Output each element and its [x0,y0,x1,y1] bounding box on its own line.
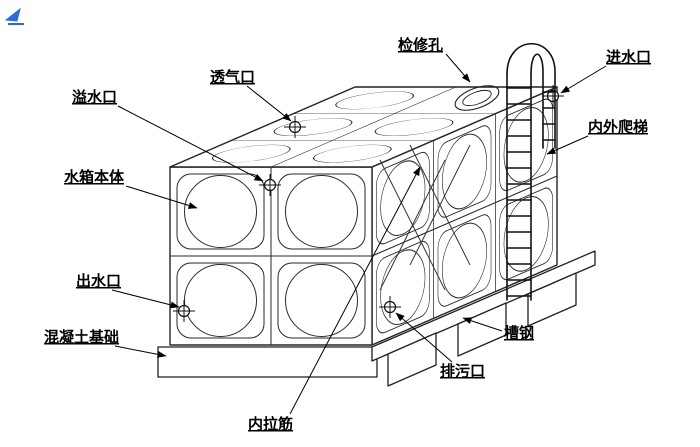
leader-overflow [117,105,264,182]
watermark-logo [4,7,24,25]
label-tank-body: 水箱本体 [64,168,125,186]
vent-port [284,116,306,138]
labels: 检修孔 进水口 透气口 溢水口 内外爬梯 水箱本体 出水口 混凝土基础 槽钢 排… [44,36,651,433]
foundation-pedestal [527,272,577,327]
foundation-pedestal [457,302,507,357]
manhole [454,85,500,111]
leader-manhole [445,53,471,83]
label-vent: 透气口 [210,68,255,86]
label-overflow: 溢水口 [72,88,117,106]
tank-panel [495,175,558,293]
channel-steel-band [371,250,596,362]
label-ladder: 内外爬梯 [588,118,648,136]
leader-drain [395,312,453,363]
leader-channel-steel [462,317,503,332]
exterior-interior-ladder [506,42,556,301]
overflow-port [259,174,281,196]
leader-tank-body [125,185,198,209]
concrete-foundation [157,250,596,387]
label-outlet: 出水口 [76,272,121,290]
leader-ladder [546,135,589,155]
internal-tie-rods [379,144,471,291]
foundation-pedestal [387,332,437,387]
label-drain: 排污口 [440,362,485,380]
leader-inlet [560,65,607,94]
label-tie-rod: 内拉筋 [248,415,293,433]
foundation-front-strip [157,346,378,378]
ladder-rungs [506,87,556,297]
top-panels [169,86,558,168]
leader-vent [246,85,292,122]
outlet-port [173,300,195,322]
label-manhole: 检修孔 [398,36,443,54]
drain-port [379,296,401,318]
leader-tie-rod [289,166,421,415]
leader-outlet [111,289,180,309]
label-inlet: 进水口 [606,48,651,66]
leader-lines [111,53,607,415]
side-panels [371,86,558,346]
label-channel-steel: 槽钢 [504,324,534,342]
label-foundation: 混凝土基础 [44,328,119,346]
leader-foundation [114,345,167,358]
front-panels [169,166,373,346]
